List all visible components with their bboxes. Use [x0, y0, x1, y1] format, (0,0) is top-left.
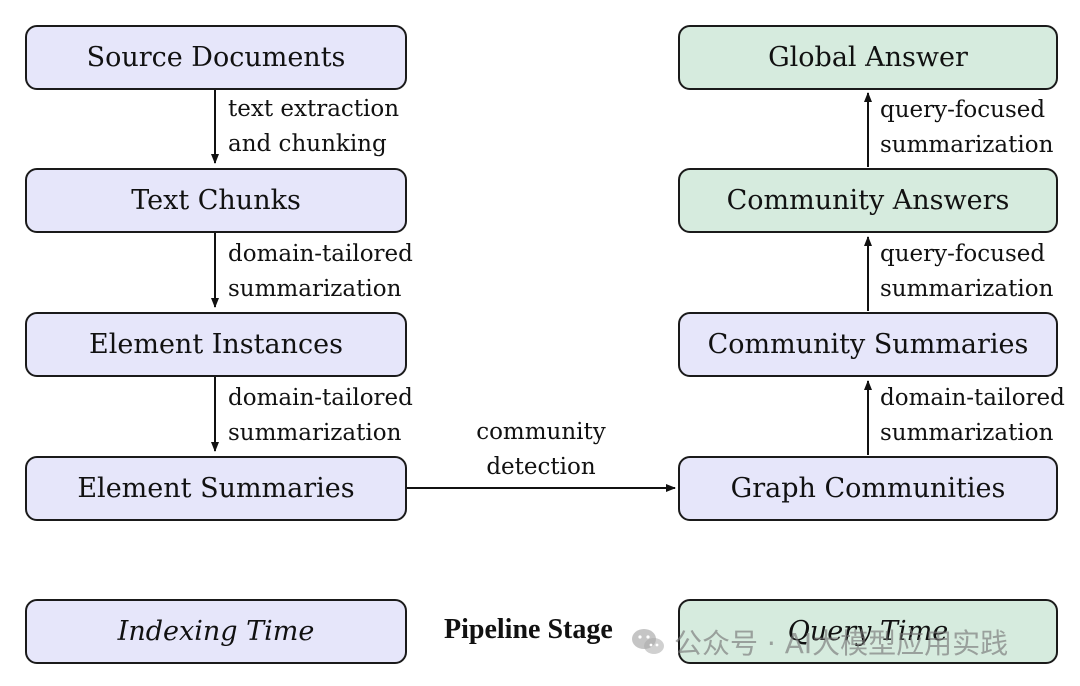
edge-label-line: detection	[486, 454, 596, 480]
edge-label-domain-tailored-2: domain-tailored summarization	[228, 381, 413, 451]
edge-label-line: domain-tailored	[880, 385, 1065, 411]
node-text-chunks: Text Chunks	[25, 168, 407, 233]
node-source-documents: Source Documents	[25, 25, 407, 90]
node-community-summaries: Community Summaries	[678, 312, 1058, 377]
watermark-text: 公众号 · AI大模型应用实践	[674, 627, 1009, 660]
legend-title: Pipeline Stage	[444, 614, 613, 645]
node-graph-communities: Graph Communities	[678, 456, 1058, 521]
edge-label-line: summarization	[880, 276, 1054, 302]
edge-label-line: summarization	[880, 132, 1054, 158]
node-community-answers: Community Answers	[678, 168, 1058, 233]
edge-label-line: summarization	[880, 420, 1054, 446]
edge-label-line: domain-tailored	[228, 385, 413, 411]
node-element-instances: Element Instances	[25, 312, 407, 377]
edge-label-line: query-focused	[880, 97, 1046, 123]
edge-label-query-focused-1: query-focused summarization	[880, 237, 1053, 307]
legend-query-time: Query Time	[678, 599, 1058, 664]
edge-label-line: community	[476, 419, 606, 445]
wechat-icon	[632, 629, 664, 654]
node-global-answer: Global Answer	[678, 25, 1058, 90]
node-element-summaries: Element Summaries	[25, 456, 407, 521]
legend-indexing-time: Indexing Time	[25, 599, 407, 664]
edge-label-line: summarization	[228, 420, 402, 446]
edge-label-text-extraction: text extraction and chunking	[228, 92, 399, 162]
edge-label-line: and chunking	[228, 131, 387, 157]
edge-label-query-focused-2: query-focused summarization	[880, 93, 1053, 163]
edge-label-line: summarization	[228, 276, 402, 302]
edge-label-domain-tailored-3: domain-tailored summarization	[880, 381, 1065, 451]
edge-label-domain-tailored-1: domain-tailored summarization	[228, 237, 413, 307]
edge-label-community-detection: community detection	[441, 415, 641, 485]
edge-label-line: text extraction	[228, 96, 400, 122]
edge-label-line: domain-tailored	[228, 241, 413, 267]
watermark: 公众号 · AI大模型应用实践	[630, 622, 1008, 662]
edge-label-line: query-focused	[880, 241, 1046, 267]
